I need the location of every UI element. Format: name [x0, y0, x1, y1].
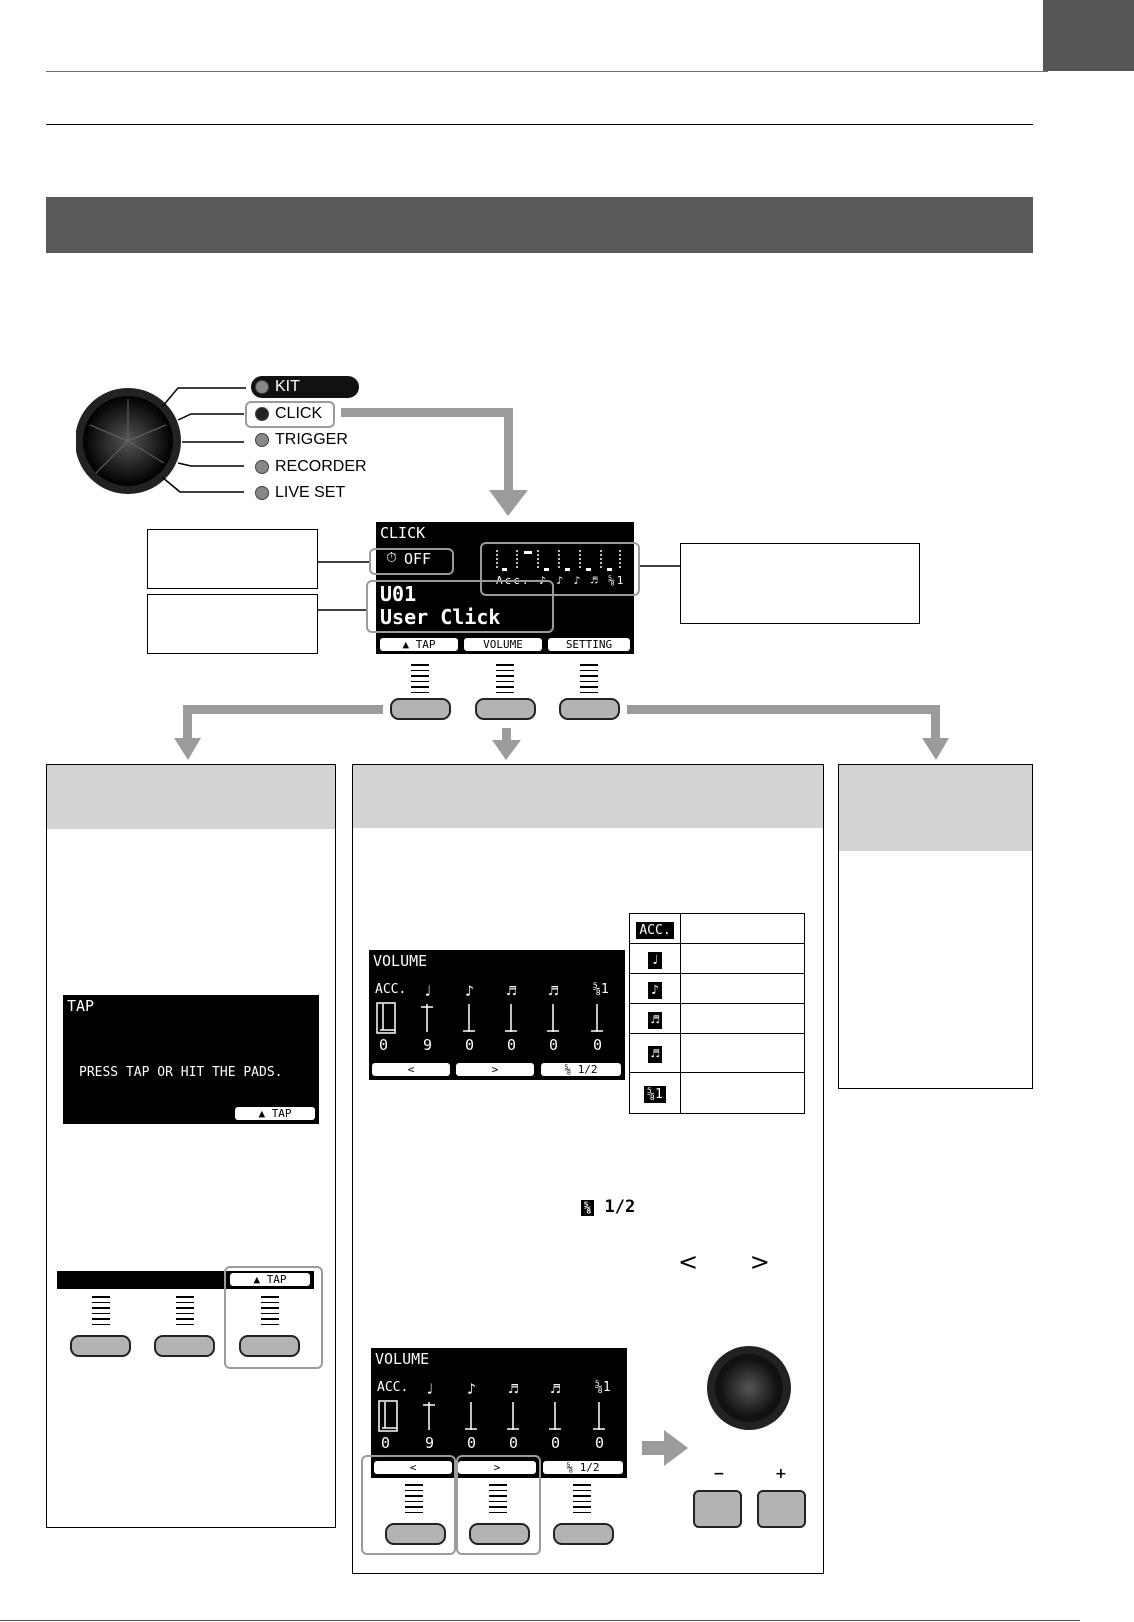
softkey-next: >	[456, 1063, 534, 1076]
button-ticks	[176, 1296, 194, 1329]
click-name: User Click	[380, 605, 501, 629]
mode-recorder[interactable]: RECORDER	[255, 456, 395, 478]
mode-live-set[interactable]: LIVE SET	[255, 482, 395, 504]
mode-label: TRIGGER	[275, 431, 348, 448]
inline-arrows: < >	[678, 1248, 770, 1276]
button-ticks	[261, 1296, 279, 1329]
right-arrow-icon: >	[749, 1248, 770, 1276]
sixteenth-note-icon: ♬	[648, 1011, 662, 1029]
prev-soft-button[interactable]	[385, 1523, 446, 1545]
softkey-next: >	[458, 1461, 536, 1474]
triplet-note-icon: ♬	[648, 1046, 662, 1063]
tap-panel	[46, 764, 336, 1528]
mode-dial[interactable]	[76, 385, 396, 505]
callout-box-volume	[680, 543, 920, 624]
soft-button-1[interactable]	[70, 1335, 131, 1357]
mode-label: CLICK	[275, 405, 323, 422]
click-name-highlight	[366, 580, 554, 633]
softkey-tap: ▲ TAP	[235, 1107, 315, 1120]
left-arrow-icon: <	[678, 1248, 699, 1276]
led-icon	[255, 433, 269, 447]
right-flow-arrow	[642, 1430, 688, 1466]
button-ticks	[92, 1296, 110, 1329]
top-rule	[46, 71, 1048, 72]
tap-message: PRESS TAP OR HIT THE PADS.	[79, 1065, 283, 1080]
panel-header	[353, 765, 823, 828]
volume-faders	[378, 1400, 605, 1432]
callout-box-timer	[147, 529, 318, 589]
softkey-setting: SETTING	[548, 638, 630, 651]
volume-legend-table: ACC. ♩ ♪ ♬ ♬ ⅝1	[629, 913, 805, 1114]
volume-button[interactable]	[475, 698, 536, 720]
soft-button-3[interactable]	[553, 1523, 614, 1545]
button-ticks	[573, 1484, 591, 1517]
next-button-highlight	[456, 1455, 541, 1555]
setting-panel	[838, 764, 1033, 1089]
softkey-volume: VOLUME	[464, 638, 542, 651]
first-beat-icon: ⅝1	[644, 1086, 666, 1103]
mode-label: LIVE SET	[275, 484, 346, 501]
screen-title: VOLUME	[375, 1350, 430, 1368]
setting-button[interactable]	[559, 698, 620, 720]
timer-highlight	[369, 548, 454, 575]
volume-highlight	[480, 542, 640, 596]
plus-button[interactable]	[757, 1490, 806, 1528]
softkey-prev: <	[374, 1461, 452, 1474]
screen-title: TAP	[67, 997, 95, 1015]
led-icon	[255, 407, 269, 421]
timer-icon: ⏱	[386, 550, 397, 566]
mode-label: KIT	[275, 378, 300, 395]
tap-button-highlight	[224, 1266, 323, 1369]
acc-symbol: ACC.	[636, 921, 674, 939]
callout-box-click-name	[147, 594, 318, 654]
inline-page-indicator: ⅝ 1/2	[581, 1197, 635, 1217]
second-rule	[46, 124, 1033, 125]
button-ticks	[496, 664, 514, 697]
mode-label: RECORDER	[275, 458, 367, 475]
mode-kit[interactable]: KIT	[255, 376, 375, 398]
next-soft-button[interactable]	[469, 1523, 530, 1545]
led-icon	[255, 380, 269, 394]
timer-value: OFF	[404, 550, 432, 568]
flow-arrows	[174, 408, 949, 760]
softkey-page: ⅝ 1/2	[541, 1063, 621, 1076]
softkey-prev: <	[372, 1063, 450, 1076]
soft-button-2[interactable]	[154, 1335, 215, 1357]
heading-banner	[46, 197, 1033, 253]
softkey-tap: ▲ TAP	[380, 638, 458, 651]
softkey-tap: ▲ TAP	[230, 1273, 310, 1286]
kit-pill	[251, 376, 359, 398]
prev-button-highlight	[361, 1455, 456, 1555]
bottom-rule	[0, 1620, 1080, 1621]
button-ticks	[489, 1484, 507, 1517]
click-highlight	[245, 401, 335, 428]
minus-label: −	[713, 1466, 725, 1482]
button-ticks	[580, 664, 598, 697]
plus-label: +	[775, 1466, 787, 1482]
button-ticks	[411, 664, 429, 697]
led-icon	[255, 486, 269, 500]
led-icon	[255, 460, 269, 474]
eighth-note-icon: ♪	[648, 981, 662, 999]
click-number: U01	[380, 582, 417, 606]
first-beat-icon: ⅝	[581, 1200, 595, 1216]
panel-header	[839, 765, 1032, 851]
data-dial[interactable]	[706, 1345, 792, 1431]
screen-title: VOLUME	[373, 952, 428, 970]
volume-mini-bars	[496, 550, 621, 571]
mode-trigger[interactable]: TRIGGER	[255, 429, 395, 451]
volume-faders	[376, 1002, 603, 1034]
volume-screen: VOLUME ACC. ♩ ♪ ♬ ♬ ⅝1 0 9 0 0 0 0 < > ⅝…	[369, 950, 625, 1080]
section-tab	[1043, 0, 1134, 71]
quarter-note-icon: ♩	[648, 951, 662, 969]
panel-header	[47, 765, 335, 829]
screen-title: CLICK	[380, 524, 426, 542]
tap-soft-button[interactable]	[239, 1335, 300, 1357]
tap-screen: TAP PRESS TAP OR HIT THE PADS. ▲ TAP	[63, 995, 319, 1124]
tap-button[interactable]	[390, 698, 451, 720]
button-ticks	[405, 1484, 423, 1517]
minus-button[interactable]	[693, 1490, 742, 1528]
softkey-page: ⅝ 1/2	[543, 1461, 623, 1474]
mode-click[interactable]: CLICK	[255, 403, 375, 425]
